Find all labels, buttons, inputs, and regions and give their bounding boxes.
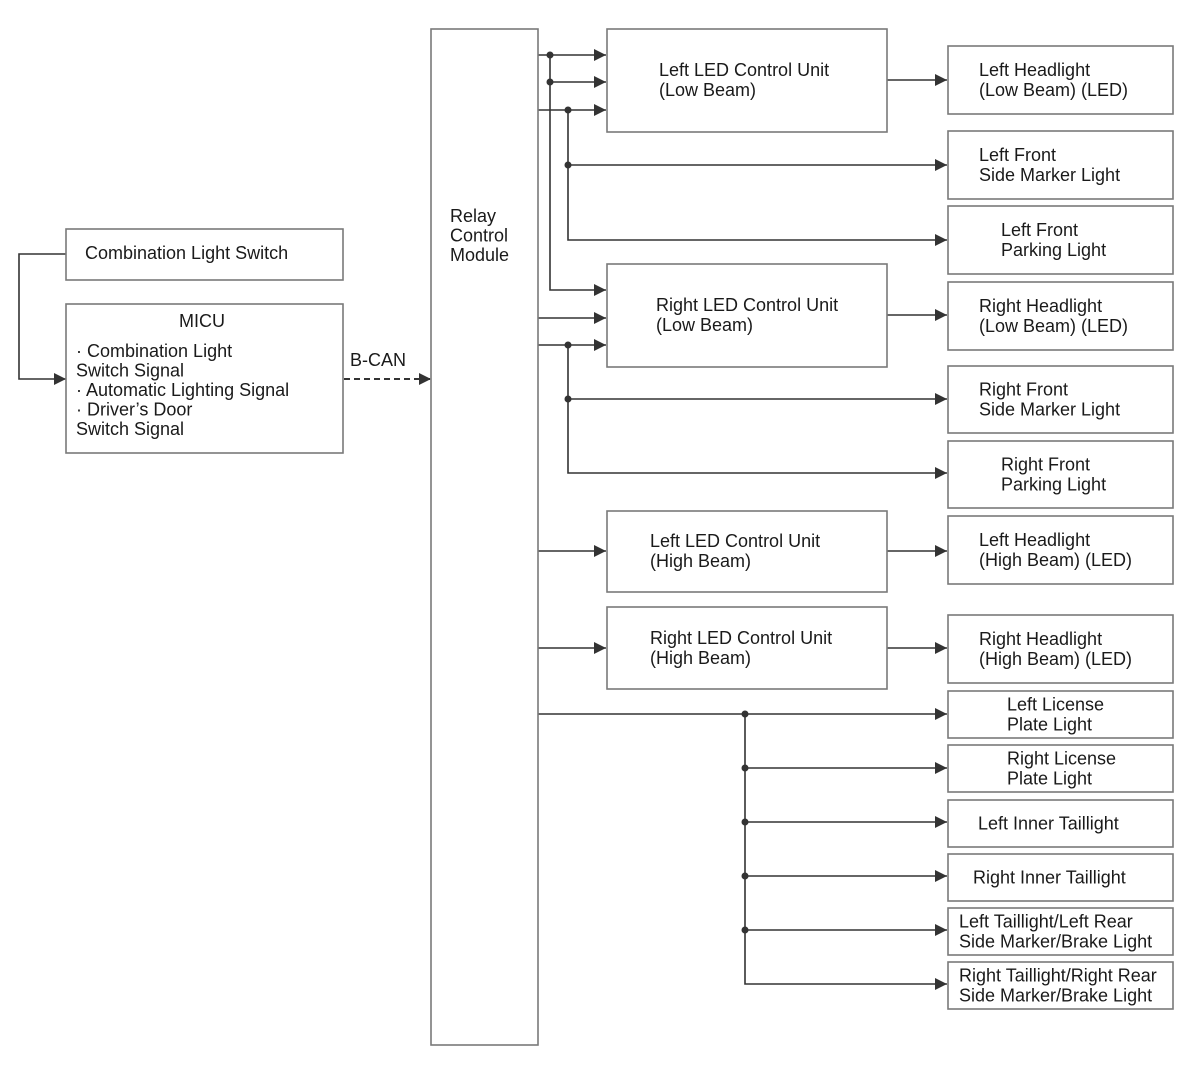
right-taillight-rear-side-marker-brake-light-box-label: Right Taillight/Right Rear — [959, 966, 1157, 986]
left-headlight-low-beam-box-label: Left Headlight — [979, 60, 1090, 80]
left-inner-taillight-box-frame — [947, 799, 1174, 848]
right-headlight-high-beam-box-frame — [947, 614, 1174, 684]
left-headlight-high-beam-box-label: (High Beam) (LED) — [979, 550, 1132, 570]
left-led-control-unit-high-beam-box: Left LED Control Unit(High Beam) — [606, 510, 888, 593]
left-headlight-low-beam-box-label: (Low Beam) (LED) — [979, 80, 1128, 100]
right-front-parking-light-box-label: Right Front — [1001, 455, 1090, 475]
relay-control-module-box-frame — [430, 28, 539, 1046]
left-headlight-low-beam-box: Left Headlight(Low Beam) (LED) — [947, 45, 1174, 115]
left-inner-taillight-box-label: Left Inner Taillight — [978, 814, 1119, 834]
connection-wires — [18, 49, 947, 990]
right-led-control-unit-low-beam-box-label: (Low Beam) — [656, 315, 753, 335]
left-headlight-low-beam-box-frame — [947, 45, 1174, 115]
left-led-control-unit-high-beam-box-label: (High Beam) — [650, 551, 751, 571]
left-front-side-marker-light-box-label: Left Front — [979, 145, 1056, 165]
right-headlight-low-beam-box-label: Right Headlight — [979, 296, 1102, 316]
left-taillight-rear-side-marker-brake-light-box-frame — [947, 907, 1174, 956]
right-front-side-marker-light-box-label: Right Front — [979, 380, 1068, 400]
micu-box-label: Switch Signal — [76, 361, 184, 381]
right-front-side-marker-light-box-frame — [947, 365, 1174, 434]
micu-box-label: · Automatic Lighting Signal — [76, 380, 289, 400]
relay-control-module-box-label: Control — [450, 226, 508, 246]
left-front-side-marker-light-box-label: Side Marker Light — [979, 165, 1120, 185]
left-headlight-high-beam-box: Left Headlight(High Beam) (LED) — [947, 515, 1174, 585]
right-license-plate-light-box-label: Plate Light — [1007, 769, 1092, 789]
left-license-plate-light-box-label: Left License — [1007, 695, 1104, 715]
relay-control-module-box-label: Relay — [450, 206, 496, 226]
right-led-control-unit-high-beam-box-label: (High Beam) — [650, 648, 751, 668]
left-led-control-unit-low-beam-box-label: Left LED Control Unit — [659, 60, 829, 80]
micu-box-label: · Driver’s Door — [76, 400, 192, 420]
right-license-plate-light-box-label: Right License — [1007, 749, 1116, 769]
right-headlight-high-beam-box-label: (High Beam) (LED) — [979, 649, 1132, 669]
relay-control-module-box-label: Module — [450, 245, 509, 265]
combination-light-switch-box: Combination Light Switch — [65, 228, 344, 281]
combination-light-switch-box-frame — [65, 228, 344, 281]
right-headlight-high-beam-box: Right Headlight(High Beam) (LED) — [947, 614, 1174, 684]
left-front-parking-light-box-label: Left Front — [1001, 220, 1078, 240]
right-headlight-low-beam-box-label: (Low Beam) (LED) — [979, 316, 1128, 336]
right-headlight-low-beam-box-frame — [947, 281, 1174, 351]
left-headlight-high-beam-box-frame — [947, 515, 1174, 585]
micu-box-label: Switch Signal — [76, 419, 184, 439]
right-front-side-marker-light-box-label: Side Marker Light — [979, 400, 1120, 420]
left-license-plate-light-box-frame — [947, 690, 1174, 739]
right-inner-taillight-box-label: Right Inner Taillight — [973, 868, 1126, 888]
left-front-parking-light-box-frame — [947, 205, 1174, 275]
bus-label: B-CAN — [350, 350, 406, 370]
right-front-parking-light-box-label: Parking Light — [1001, 475, 1106, 495]
micu-title: MICU — [179, 311, 225, 331]
left-front-parking-light-box-label: Parking Light — [1001, 240, 1106, 260]
left-led-control-unit-low-beam-box-label: (Low Beam) — [659, 80, 756, 100]
left-led-control-unit-high-beam-box-frame — [606, 510, 888, 593]
left-license-plate-light-box-label: Plate Light — [1007, 715, 1092, 735]
right-inner-taillight-box-frame — [947, 853, 1174, 902]
right-headlight-high-beam-box-label: Right Headlight — [979, 629, 1102, 649]
combination-light-switch-box-label: Combination Light Switch — [85, 243, 288, 263]
right-led-control-unit-high-beam-box: Right LED Control Unit(High Beam) — [606, 606, 888, 690]
left-inner-taillight-box: Left Inner Taillight — [947, 799, 1174, 848]
micu-box-label: · Combination Light — [76, 341, 232, 361]
right-led-control-unit-high-beam-box-frame — [606, 606, 888, 690]
left-taillight-rear-side-marker-brake-light-box-label: Left Taillight/Left Rear — [959, 912, 1133, 932]
micu-box-frame — [65, 303, 344, 454]
left-led-control-unit-high-beam-box-label: Left LED Control Unit — [650, 531, 820, 551]
right-taillight-rear-side-marker-brake-light-box-frame — [947, 961, 1174, 1010]
right-inner-taillight-box: Right Inner Taillight — [947, 853, 1174, 902]
right-taillight-rear-side-marker-brake-light-box-label: Side Marker/Brake Light — [959, 986, 1152, 1006]
right-led-control-unit-high-beam-box-label: Right LED Control Unit — [650, 628, 832, 648]
left-led-control-unit-low-beam-box: Left LED Control Unit(Low Beam) — [606, 28, 888, 133]
right-led-control-unit-low-beam-box: Right LED Control Unit(Low Beam) — [606, 263, 888, 368]
right-front-parking-light-box-frame — [947, 440, 1174, 509]
diagram-boxes: Combination Light Switch · Combination Li… — [65, 28, 1174, 1046]
left-taillight-rear-side-marker-brake-light-box-label: Side Marker/Brake Light — [959, 932, 1152, 952]
right-license-plate-light-box-frame — [947, 744, 1174, 793]
right-led-control-unit-low-beam-box-label: Right LED Control Unit — [656, 295, 838, 315]
right-headlight-low-beam-box: Right Headlight(Low Beam) (LED) — [947, 281, 1174, 351]
left-front-side-marker-light-box-frame — [947, 130, 1174, 200]
right-led-control-unit-low-beam-box-frame — [606, 263, 888, 368]
left-led-control-unit-low-beam-box-frame — [606, 28, 888, 133]
left-headlight-high-beam-box-label: Left Headlight — [979, 530, 1090, 550]
